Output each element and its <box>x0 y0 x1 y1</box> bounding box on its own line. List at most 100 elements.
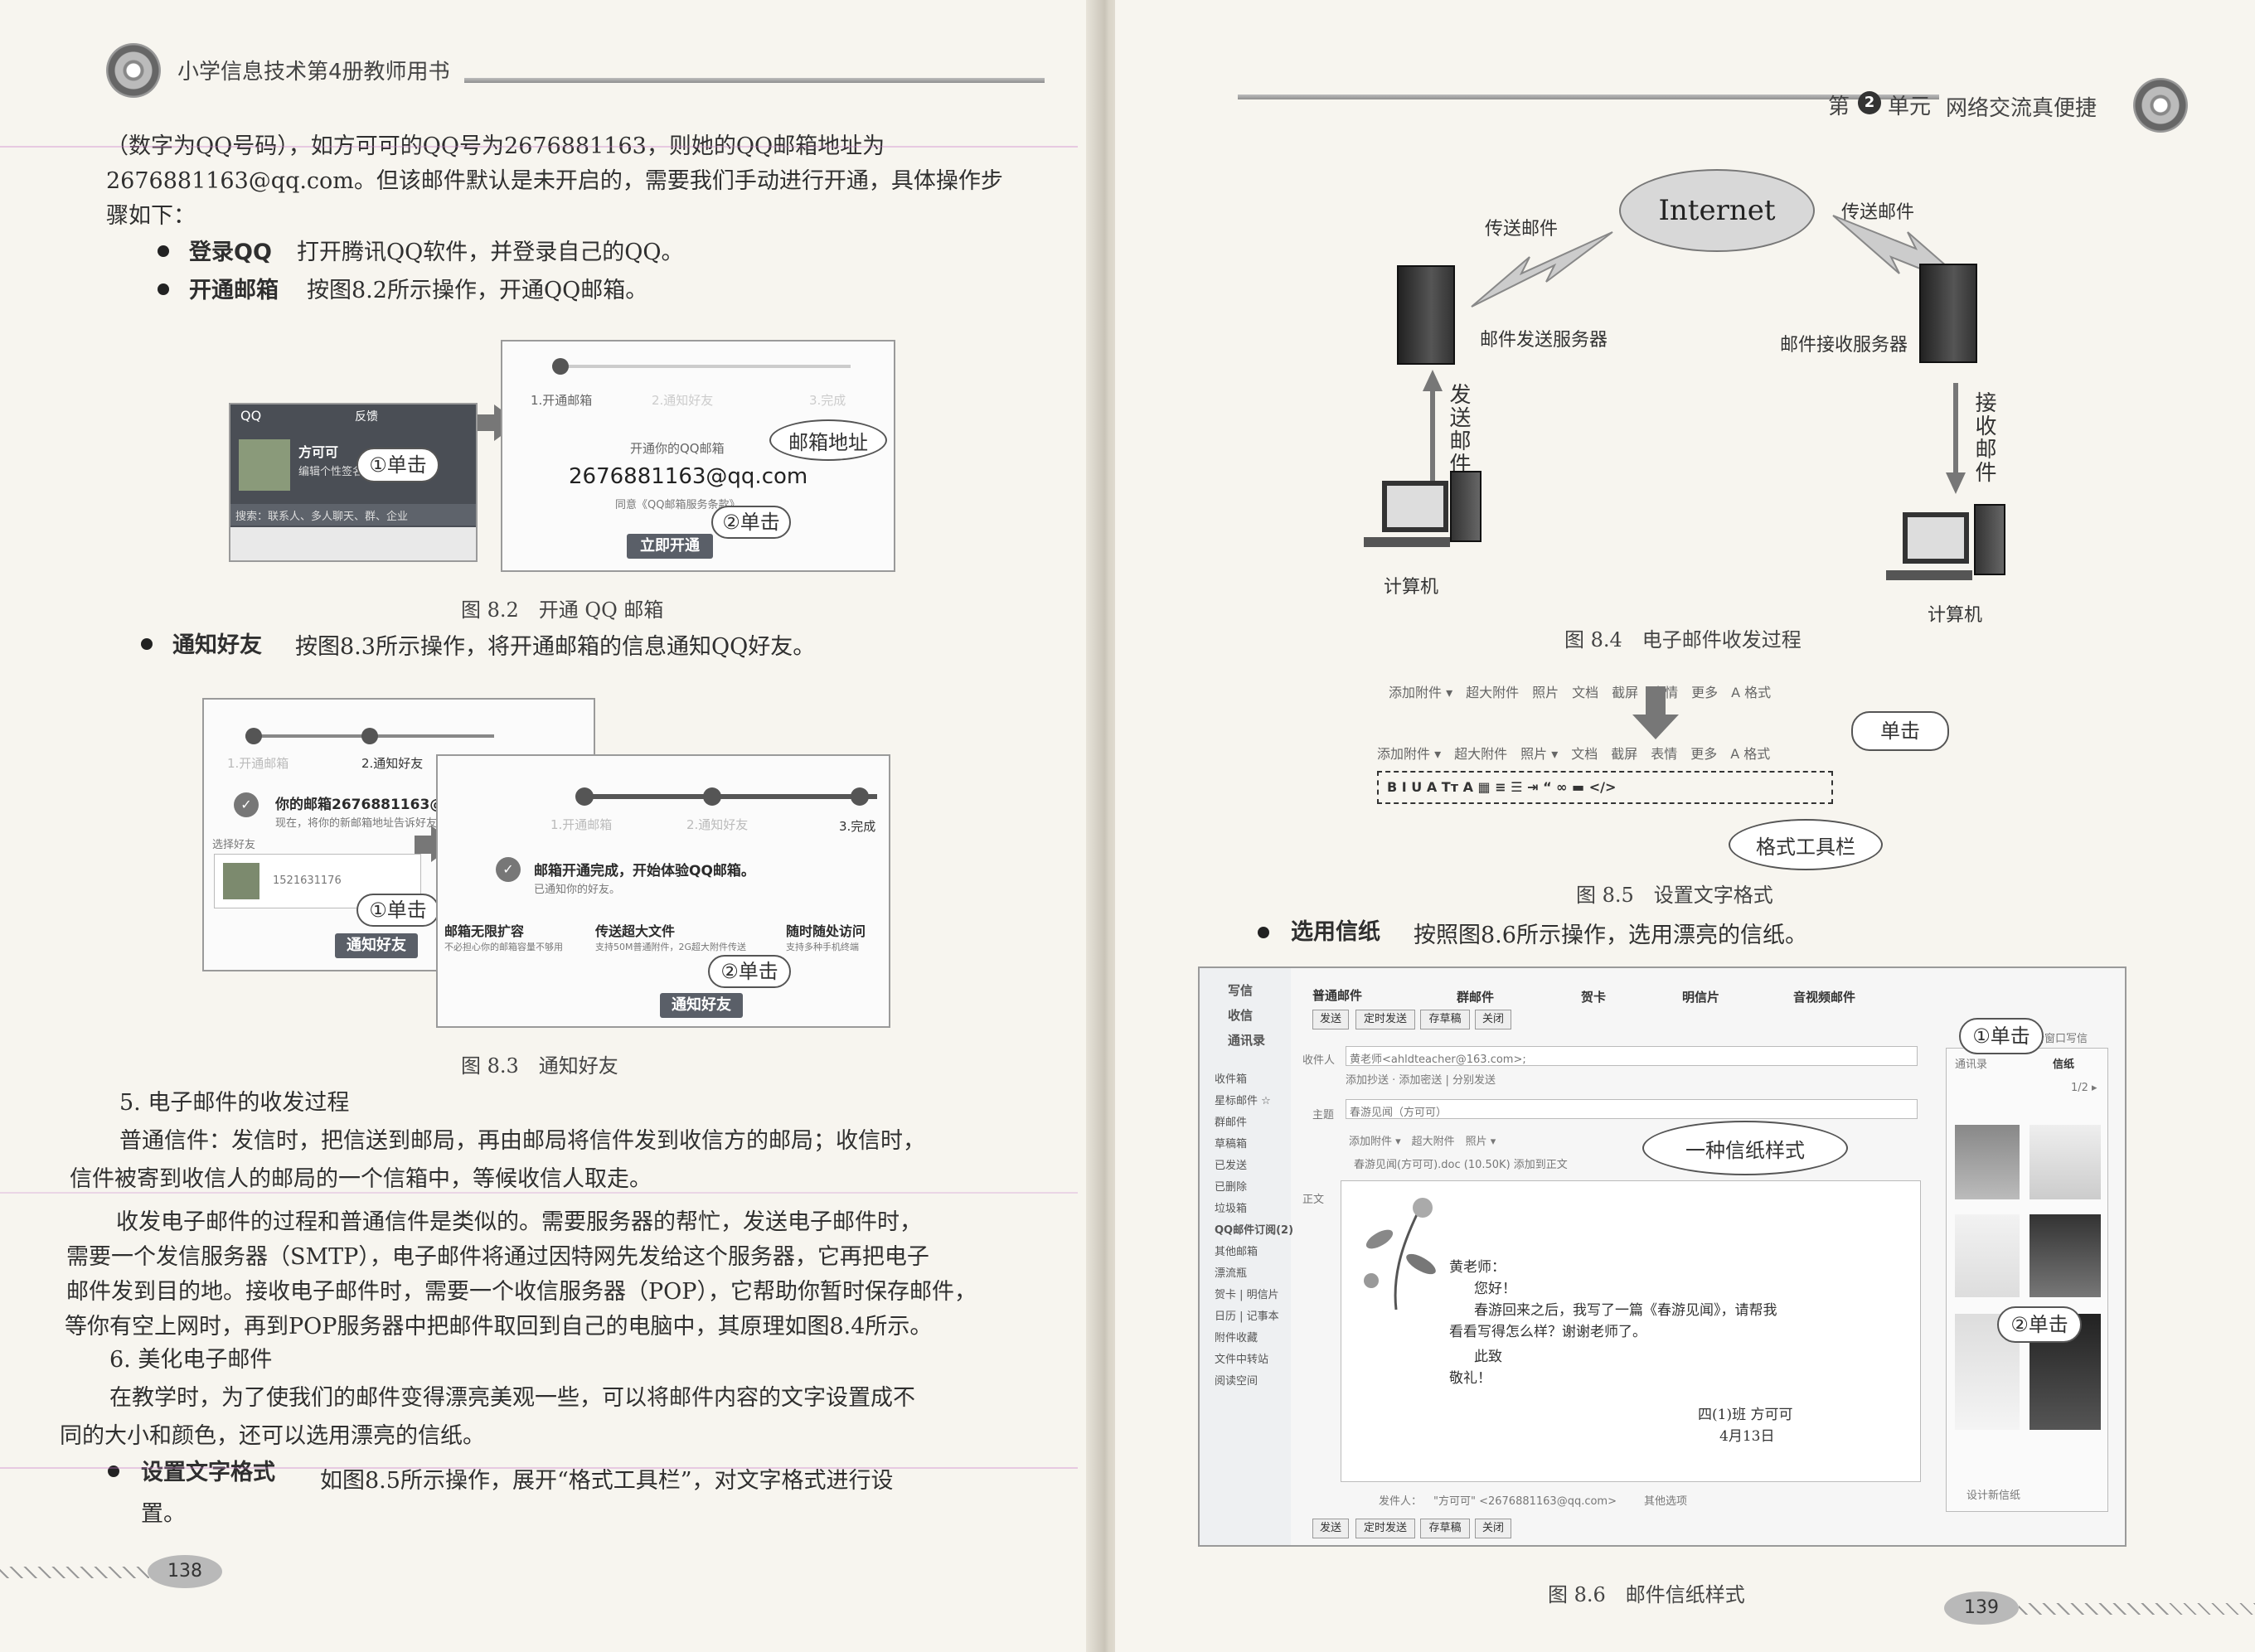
new-window-link[interactable]: 新窗口写信 <box>2034 1033 2088 1045</box>
toolbar-top[interactable]: 添加附件 ▾ 超大附件 照片 文档 截屏 表情 更多 A 格式 <box>1389 685 1772 700</box>
callout-email: 邮箱地址 <box>769 419 887 461</box>
send-button[interactable]: 发送 <box>1312 1519 1349 1538</box>
folder-item[interactable]: QQ邮件订阅(2) <box>1215 1224 1294 1237</box>
stationery-thumb[interactable] <box>2030 1214 2101 1297</box>
folder-item[interactable]: 其他邮箱 <box>1215 1246 1258 1258</box>
sec5-line3: 收发电子邮件的过程和普通信件是类似的。需要服务器的帮忙，发送电子邮件时， <box>116 1209 922 1235</box>
sec6-line1: 在教学时，为了使我们的邮件变得漂亮美观一些，可以将邮件内容的文字设置成不 <box>109 1385 915 1411</box>
subject-field[interactable]: 春游见闻（方可可） <box>1346 1099 1918 1119</box>
feature1-title: 邮箱无限扩容 <box>444 923 525 939</box>
save-draft-button[interactable]: 存草稿 <box>1420 1010 1470 1029</box>
progress-dot <box>703 787 721 806</box>
fig84-caption: 图 8.4 电子邮件收发过程 <box>1564 628 1802 652</box>
header-rule <box>464 78 1045 83</box>
tab-greeting-card[interactable]: 贺卡 <box>1581 990 1607 1005</box>
feature2-title: 传送超大文件 <box>595 923 676 939</box>
scheduled-send-button[interactable]: 定时发送 <box>1355 1519 1415 1538</box>
folder-item[interactable]: 草稿箱 <box>1215 1138 1248 1151</box>
send-mail-left: 传送邮件 <box>1485 219 1559 240</box>
tab-postcard[interactable]: 明信片 <box>1682 990 1720 1005</box>
callout-click2: ②单击 <box>1997 1306 2082 1343</box>
callout-click: 单击 <box>1851 711 1949 751</box>
notify-friends-button-2[interactable]: 通知好友 <box>660 993 743 1018</box>
stationery-thumb[interactable] <box>1955 1214 2020 1297</box>
done-dialog: 1.开通邮箱 2.通知好友 3.完成 ✓ 邮箱开通完成，开始体验QQ邮箱。 已通… <box>436 754 890 1028</box>
step1-label: 1.开通邮箱 <box>227 756 289 771</box>
sidebar-item-inbox[interactable]: 收信 <box>1228 1008 1254 1023</box>
step3-label: 3.完成 <box>839 819 876 834</box>
folder-item[interactable]: 星标邮件 ☆ <box>1215 1095 1271 1107</box>
folder-item[interactable]: 文件中转站 <box>1215 1354 1269 1366</box>
toolbar-mid[interactable]: 添加附件 ▾ 超大附件 照片 ▾ 文档 截屏 表情 更多 A 格式 <box>1377 746 1771 762</box>
close-button[interactable]: 关闭 <box>1475 1519 1511 1538</box>
save-draft-button[interactable]: 存草稿 <box>1420 1519 1470 1538</box>
arrow-down-icon <box>1632 715 1679 739</box>
callout-click2: ②单击 <box>708 955 791 988</box>
bullet-stationery-text: 按照图8.6所示操作，选用漂亮的信纸。 <box>1414 923 1807 948</box>
footer-border <box>0 1567 149 1578</box>
bullet-dot <box>158 283 169 295</box>
format-toolbar: B I U A Tт A ▦ ≡ ☰ ⇥ “ ∞ ▬ </> <box>1377 771 1833 804</box>
section5-title: 5. 电子邮件的收发过程 <box>119 1090 350 1116</box>
folder-item[interactable]: 已删除 <box>1215 1181 1248 1194</box>
recv-server-label: 邮件接收服务器 <box>1780 335 1908 356</box>
progress-dot <box>575 787 594 806</box>
scheduled-send-button[interactable]: 定时发送 <box>1355 1010 1415 1029</box>
tab-video-mail[interactable]: 音视频邮件 <box>1793 990 1856 1005</box>
folder-item[interactable]: 群邮件 <box>1215 1117 1248 1129</box>
page-number-left: 138 <box>148 1555 222 1588</box>
arrow-up-stem <box>1430 390 1435 489</box>
letter-signature: 四(1)班 方可可 <box>1698 1407 1793 1423</box>
folder-item[interactable]: 收件箱 <box>1215 1073 1248 1086</box>
recv-vertical-label: 接收邮件 <box>1971 391 1996 484</box>
sec5-line2: 信件被寄到收信人的邮局的一个信箱中，等候收信人取走。 <box>70 1166 652 1192</box>
callout-click1: ①单击 <box>356 894 439 927</box>
folder-item[interactable]: 阅读空间 <box>1215 1375 1258 1388</box>
send-button[interactable]: 发送 <box>1312 1010 1349 1029</box>
attach-toolbar[interactable]: 添加附件 ▾ 超大附件 照片 ▾ <box>1349 1136 1496 1148</box>
open-now-button[interactable]: 立即开通 <box>627 534 713 559</box>
stationery-thumb[interactable] <box>1955 1125 2020 1199</box>
body-editor[interactable]: 黄老师： 您好！ 春游回来之后，我写了一篇《春游见闻》，请帮我 看看写得怎么样？… <box>1341 1180 1921 1482</box>
letter-line: 春游回来之后，我写了一篇《春游见闻》，请帮我 <box>1474 1302 1777 1319</box>
computer-right-label: 计算机 <box>1928 605 1983 626</box>
feature3-title: 随时随处访问 <box>786 923 866 939</box>
notify-friends-button[interactable]: 通知好友 <box>335 933 418 958</box>
arrow-down-stem <box>1646 686 1666 716</box>
feature2-sub: 支持50M普通附件，2G超大附件传送 <box>595 942 747 952</box>
fig83-caption: 图 8.3 通知好友 <box>461 1054 618 1078</box>
qq-name: 方可可 <box>298 444 339 460</box>
folder-item[interactable]: 附件收藏 <box>1215 1332 1258 1344</box>
folder-item[interactable]: 垃圾箱 <box>1215 1203 1248 1215</box>
qq-search-box[interactable]: 搜索：联系人、多人聊天、群、企业 <box>230 504 476 526</box>
sidebar-item-write[interactable]: 写信 <box>1228 983 1254 998</box>
sec6-line2: 同的大小和颜色，还可以选用漂亮的信纸。 <box>60 1423 485 1449</box>
folder-item[interactable]: 已发送 <box>1215 1160 1248 1172</box>
format-buttons[interactable]: B I U A Tт A ▦ ≡ ☰ ⇥ “ ∞ ▬ </> <box>1387 779 1617 795</box>
page-indicator[interactable]: 1/2 ▸ <box>2071 1082 2097 1094</box>
callout-stationery-style: 一种信纸样式 <box>1642 1121 1848 1175</box>
agree-checkbox[interactable]: 同意《QQ邮箱服务条款》 <box>615 499 740 511</box>
panel-tab-contacts[interactable]: 通讯录 <box>1955 1059 1988 1071</box>
folder-item[interactable]: 日历 | 记事本 <box>1215 1310 1279 1323</box>
folder-item[interactable]: 贺卡 | 明信片 <box>1215 1289 1279 1301</box>
folder-item[interactable]: 漂流瓶 <box>1215 1267 1248 1280</box>
arrow-stem <box>415 836 434 854</box>
subject-label: 主题 <box>1312 1109 1335 1122</box>
design-stationery-link[interactable]: 设计新信纸 <box>1966 1490 2021 1502</box>
tab-group-mail[interactable]: 群邮件 <box>1457 990 1495 1005</box>
progress-track <box>579 794 877 799</box>
more-options[interactable]: 其他选项 <box>1644 1495 1688 1508</box>
tab-normal-mail[interactable]: 普通邮件 <box>1312 988 1363 1003</box>
cc-links[interactable]: 添加抄送 · 添加密送 | 分别发送 <box>1346 1074 1496 1087</box>
to-field[interactable]: 黄老师<ahldteacher@163.com>; <box>1346 1046 1918 1066</box>
send-server-label: 邮件发送服务器 <box>1480 330 1608 351</box>
panel-tab-stationery[interactable]: 信纸 <box>2053 1059 2075 1071</box>
stationery-thumb[interactable] <box>2030 1125 2101 1199</box>
letter-line: 敬礼！ <box>1449 1370 1491 1387</box>
bullet-dot <box>158 245 169 257</box>
attachment-item[interactable]: 春游见闻(方可可).doc (10.50K) 添加到正文 <box>1354 1159 1568 1171</box>
sender-value[interactable]: "方可可" <2676881163@qq.com> <box>1433 1495 1617 1508</box>
close-button[interactable]: 关闭 <box>1475 1010 1511 1029</box>
sidebar-item-contacts[interactable]: 通讯录 <box>1228 1033 1266 1048</box>
